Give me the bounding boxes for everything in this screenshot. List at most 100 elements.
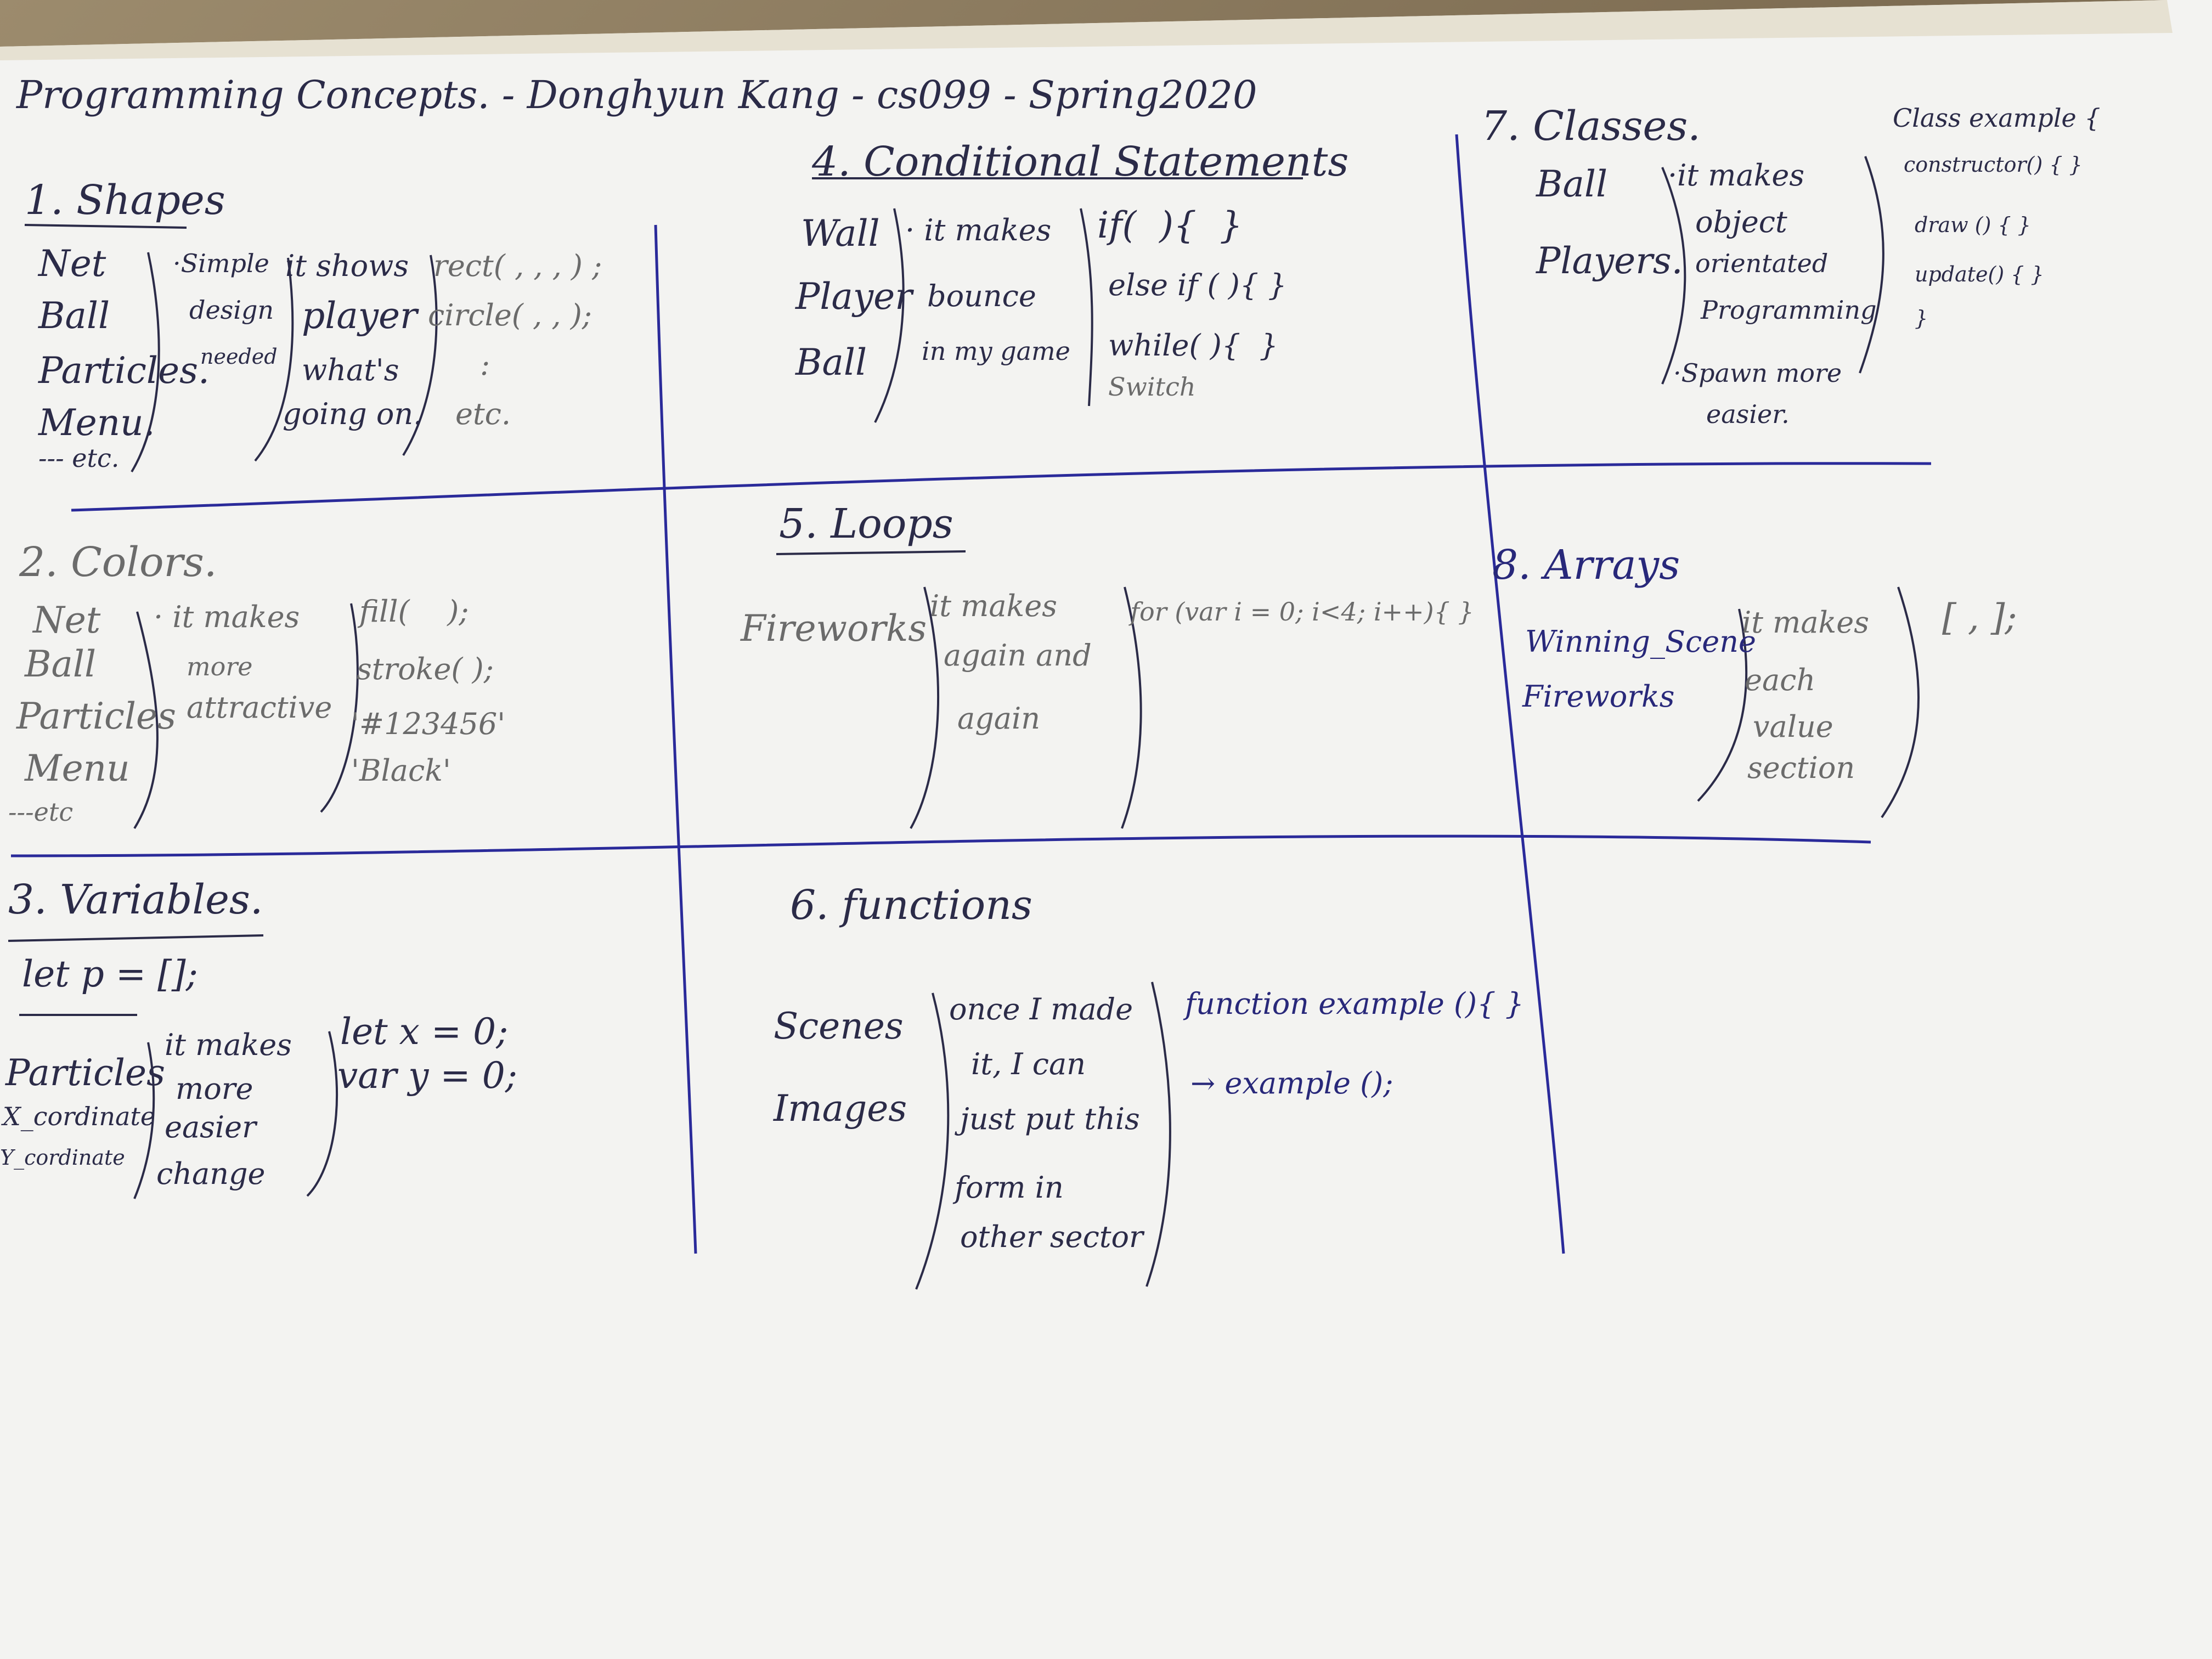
variables-reason: easier bbox=[165, 1110, 256, 1144]
classes-reason: easier. bbox=[1706, 399, 1790, 429]
colors-code: '#123456' bbox=[351, 707, 506, 741]
arrays-item: Winning_Scene bbox=[1525, 624, 1756, 659]
colors-reason: more bbox=[187, 652, 253, 681]
loops-reason: again bbox=[957, 701, 1041, 736]
colors-item: Net bbox=[33, 599, 101, 641]
variables-item: Particles bbox=[5, 1052, 165, 1094]
shapes-code: rect( , , , ) ; bbox=[433, 249, 602, 283]
classes-reason: ·it makes bbox=[1668, 158, 1805, 193]
arrays-reason: value bbox=[1753, 709, 1833, 744]
conditional-reason: in my game bbox=[922, 336, 1070, 366]
bracket bbox=[254, 257, 294, 462]
classes-heading: 7. Classes. bbox=[1481, 103, 1701, 150]
arrays-item: Fireworks bbox=[1522, 679, 1675, 714]
conditional-code: while( ){ } bbox=[1108, 328, 1278, 363]
shapes-heading: 1. Shapes bbox=[25, 177, 225, 224]
conditional-item: Ball bbox=[795, 341, 867, 383]
variables-reason: more bbox=[176, 1071, 253, 1106]
arrays-reason: each bbox=[1745, 663, 1816, 697]
bracket bbox=[131, 252, 160, 473]
classes-code: } bbox=[1915, 306, 1928, 330]
bracket bbox=[1881, 586, 1920, 819]
underline-loops bbox=[776, 550, 966, 555]
colors-code: stroke( ); bbox=[357, 652, 494, 686]
colors-item: Particles bbox=[16, 695, 176, 737]
bracket bbox=[915, 992, 950, 1290]
classes-reason: ·Spawn more bbox=[1673, 358, 1842, 388]
shapes-item: --- etc. bbox=[38, 443, 120, 473]
functions-item: Scenes bbox=[774, 1005, 904, 1047]
functions-code: function example (){ } bbox=[1185, 986, 1524, 1021]
variables-heading: 3. Variables. bbox=[8, 876, 263, 923]
conditional-code: if( ){ } bbox=[1097, 204, 1243, 246]
functions-reason: it, I can bbox=[971, 1047, 1086, 1081]
classes-item: Players. bbox=[1536, 240, 1683, 282]
conditional-code: Switch bbox=[1108, 372, 1196, 402]
shapes-reason-b: what's bbox=[302, 353, 399, 387]
functions-reason: form in bbox=[955, 1170, 1064, 1205]
colors-heading: 2. Colors. bbox=[19, 539, 217, 586]
conditional-item: Player bbox=[795, 275, 912, 318]
shapes-reason-a: design bbox=[189, 295, 274, 325]
bracket bbox=[1859, 156, 1884, 374]
classes-code: Class example { bbox=[1893, 103, 2101, 133]
bracket bbox=[133, 1042, 155, 1199]
functions-reason: just put this bbox=[960, 1102, 1140, 1136]
variables-reason: it makes bbox=[165, 1028, 292, 1062]
arrays-code: [ , ]; bbox=[1942, 596, 2017, 639]
variables-item: X_cordinate bbox=[3, 1102, 156, 1131]
bracket bbox=[402, 255, 438, 456]
bracket bbox=[910, 586, 939, 829]
bracket bbox=[1661, 167, 1686, 385]
shapes-item: Ball bbox=[38, 295, 110, 337]
shapes-code: : bbox=[480, 347, 490, 382]
loops-reason: again and bbox=[944, 638, 1092, 673]
shapes-code: etc. bbox=[455, 397, 511, 431]
shapes-item: Menu. bbox=[38, 402, 155, 444]
loops-item: Fireworks bbox=[741, 607, 927, 650]
shapes-reason-a: ·Simple bbox=[173, 249, 269, 278]
conditional-item: Wall bbox=[801, 212, 880, 255]
conditional-reason: · it makes bbox=[905, 213, 1052, 247]
classes-code: draw () { } bbox=[1915, 213, 2031, 237]
shapes-reason-b: going on. bbox=[283, 397, 423, 431]
colors-reason: attractive bbox=[187, 690, 332, 725]
variables-item: Y_cordinate bbox=[0, 1146, 125, 1170]
conditional-reason: bounce bbox=[927, 279, 1036, 313]
bracket bbox=[874, 208, 905, 423]
grid-line-vertical-right bbox=[1455, 134, 1565, 1254]
functions-code: → example (); bbox=[1190, 1066, 1393, 1101]
classes-reason: Programming bbox=[1701, 295, 1877, 325]
colors-item: Menu bbox=[25, 747, 130, 789]
bracket bbox=[1080, 208, 1093, 407]
loops-code: for (var i = 0; i<4; i++){ } bbox=[1130, 597, 1474, 627]
underline-variables bbox=[8, 934, 264, 942]
functions-reason: once I made bbox=[949, 992, 1133, 1026]
bracket bbox=[1146, 981, 1171, 1287]
shapes-code: circle( , , ); bbox=[428, 298, 592, 332]
bracket bbox=[133, 611, 159, 830]
variables-code: let x = 0; bbox=[340, 1011, 509, 1053]
classes-code: constructor() { } bbox=[1904, 153, 2083, 177]
bracket-group bbox=[131, 156, 1920, 1290]
underline-shapes bbox=[24, 224, 187, 229]
classes-item: Ball bbox=[1536, 163, 1608, 205]
conditional-code: else if ( ){ } bbox=[1108, 268, 1287, 302]
grid-line-horizontal-bottom bbox=[10, 834, 1871, 857]
arrays-reason: section bbox=[1747, 751, 1855, 785]
grid-line-vertical-left bbox=[654, 224, 697, 1254]
grid-line-horizontal-top bbox=[71, 462, 1932, 512]
colors-code: 'Black' bbox=[351, 753, 451, 788]
bracket bbox=[320, 603, 359, 813]
shapes-reason-b: player bbox=[302, 295, 417, 337]
colors-code: fill( ); bbox=[359, 594, 469, 629]
arrays-reason: it makes bbox=[1742, 605, 1869, 640]
shapes-reason-a: needed bbox=[200, 345, 278, 369]
functions-heading: 6. functions bbox=[790, 882, 1032, 929]
variables-let-line: let p = []; bbox=[22, 953, 198, 995]
shapes-item: Net bbox=[38, 242, 106, 285]
shapes-item: Particles. bbox=[38, 349, 210, 392]
colors-reason: · it makes bbox=[154, 600, 300, 634]
